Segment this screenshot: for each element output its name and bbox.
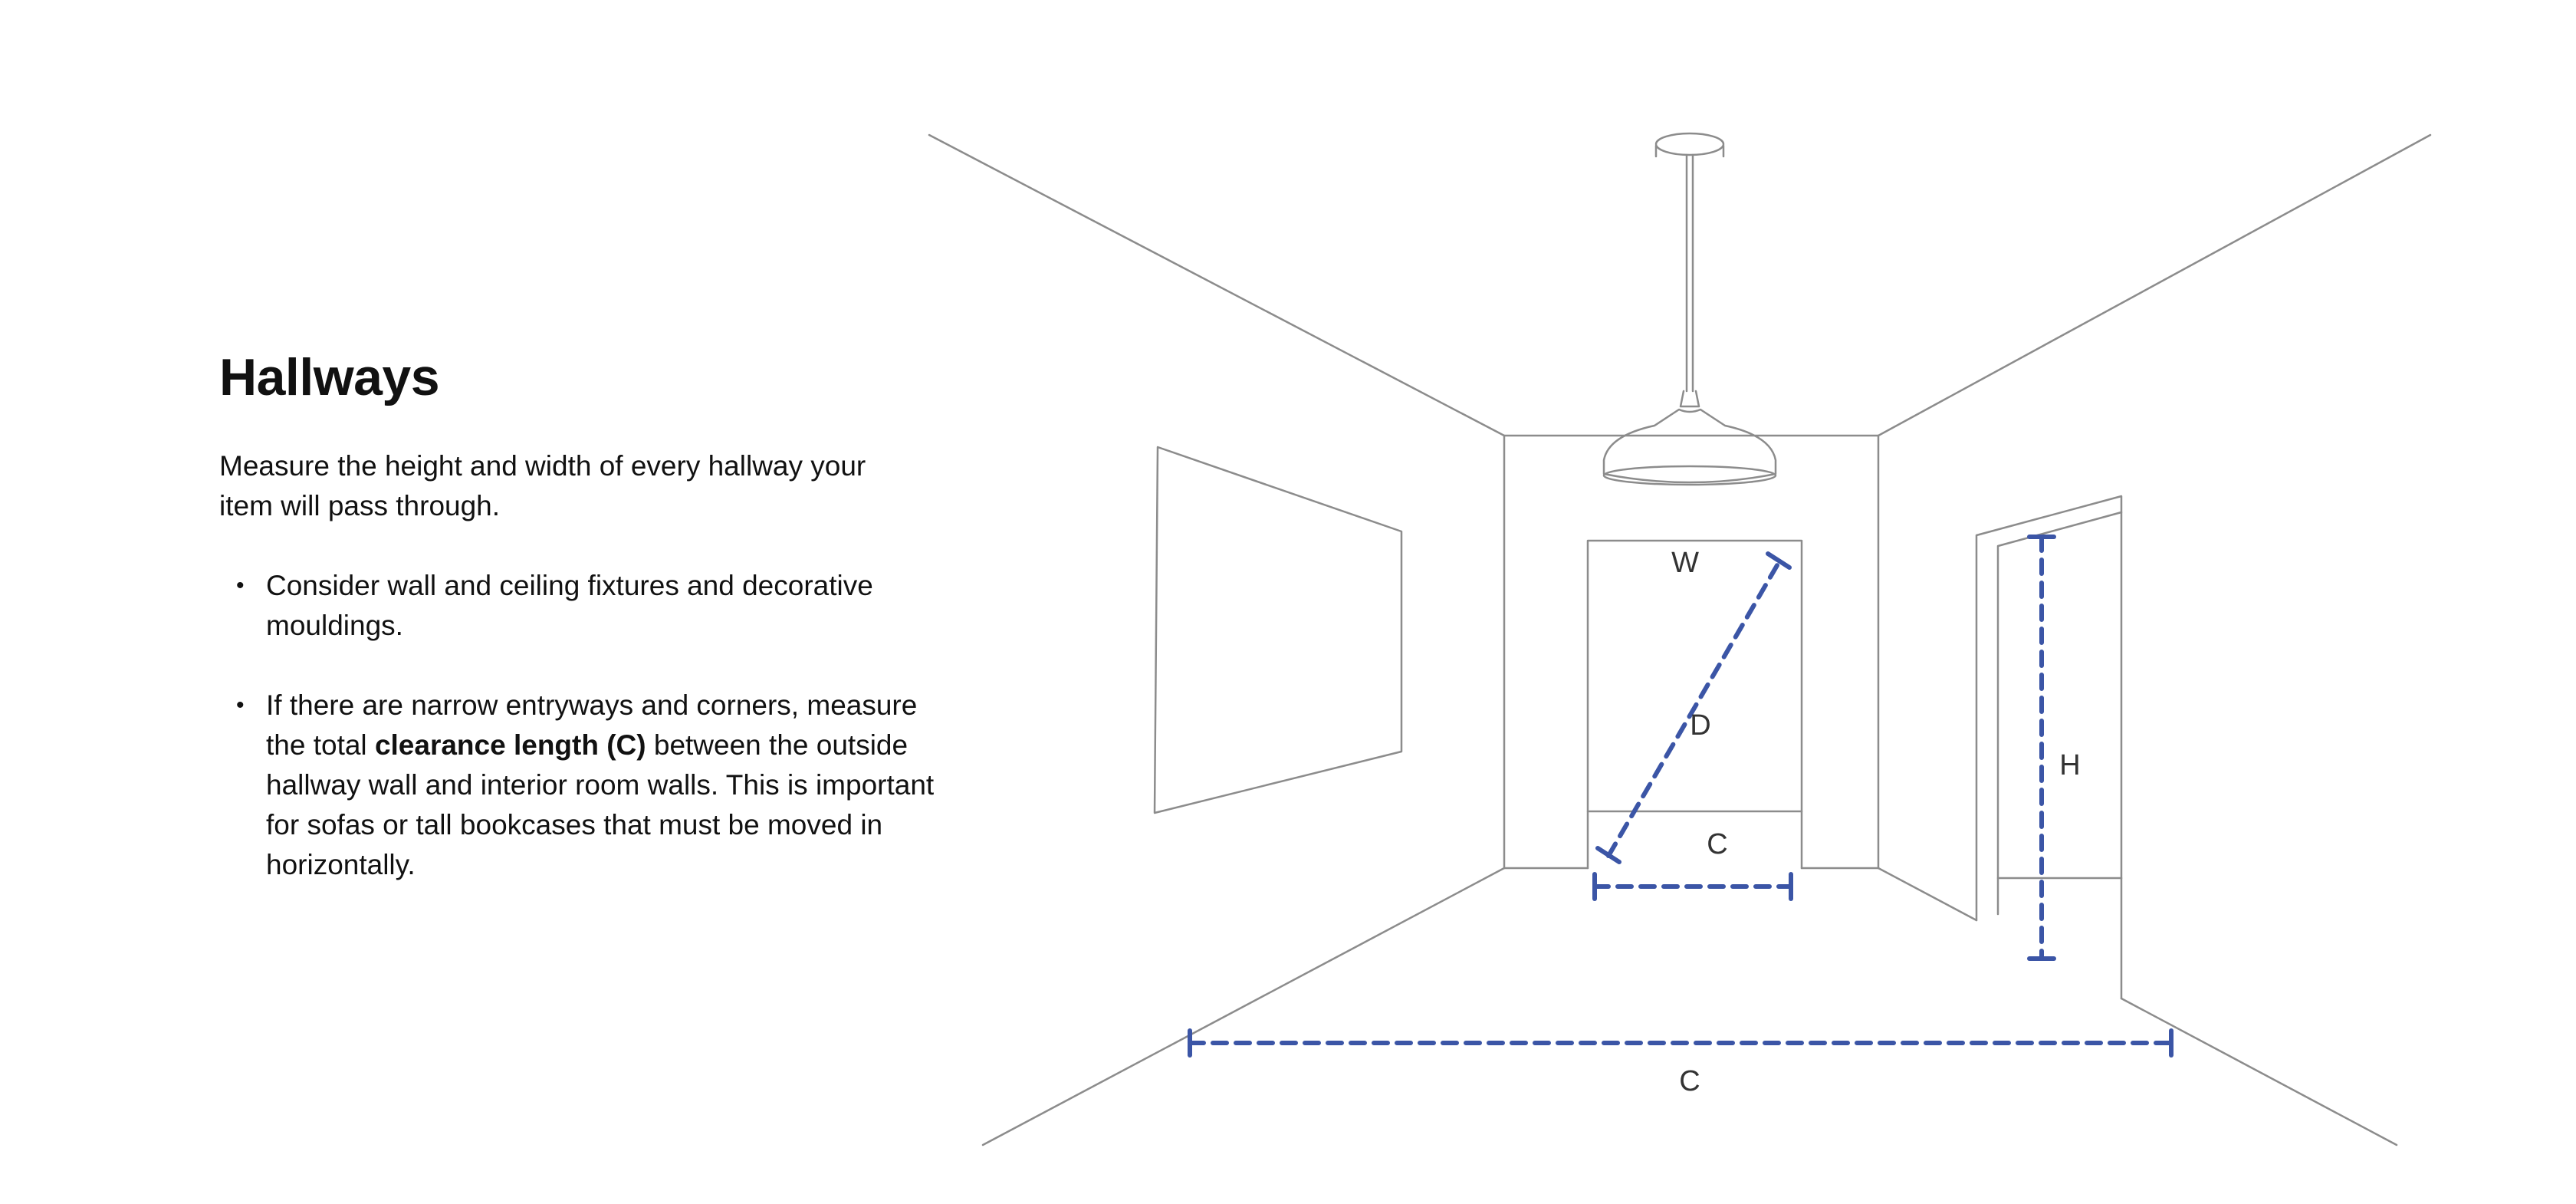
tip-text-before: If there are narrow entryways and corner…	[266, 689, 918, 761]
tip-text: If there are narrow entryways and corner…	[266, 689, 934, 880]
height-label: H	[2059, 749, 2080, 781]
back-wall	[1503, 434, 1880, 870]
tips-list: • Consider wall and ceiling fixtures and…	[219, 566, 940, 885]
ceiling-line-left	[928, 133, 1506, 437]
tip-item: • Consider wall and ceiling fixtures and…	[219, 566, 940, 646]
floor-line-right-front	[2120, 997, 2398, 1146]
width-label: W	[1671, 547, 1699, 579]
diagonal-label: D	[1690, 709, 1710, 742]
intro-paragraph: Measure the height and width of every ha…	[219, 449, 866, 521]
bullet-icon: •	[236, 692, 245, 718]
floor-line-left	[981, 867, 1506, 1146]
wall-picture	[1153, 446, 1403, 814]
tip-text-after: between the outside hallway wall and int…	[266, 729, 935, 880]
lamp-neck	[1679, 390, 1700, 408]
lamp-canopy	[1654, 132, 1725, 156]
lamp-shade-rim	[1602, 465, 1777, 486]
right-doorway-inner	[1996, 511, 2123, 916]
diagonal-measure-line	[1606, 559, 1782, 858]
floor-clearance-label: C	[1679, 1065, 1700, 1097]
door-clearance-label: C	[1707, 828, 1727, 860]
lamp-shade	[1602, 408, 1777, 484]
instruction-panel: Hallways Measure the height and width of…	[219, 349, 940, 925]
diagonal-measure-cap-top	[1766, 551, 1792, 570]
tip-text: Consider wall and ceiling fixtures and d…	[266, 569, 873, 641]
back-doorway	[1586, 539, 1803, 870]
floor-line-right-back	[1877, 867, 1978, 922]
tip-text-bold: clearance length (C)	[374, 729, 646, 761]
tip-item: • If there are narrow entryways and corn…	[219, 686, 940, 885]
ceiling-line-right	[1877, 133, 2432, 437]
section-title: Hallways	[219, 348, 440, 406]
diagonal-measure-cap-bottom	[1595, 846, 1622, 864]
right-doorway-frame	[1975, 495, 2123, 1000]
bullet-icon: •	[236, 572, 245, 598]
